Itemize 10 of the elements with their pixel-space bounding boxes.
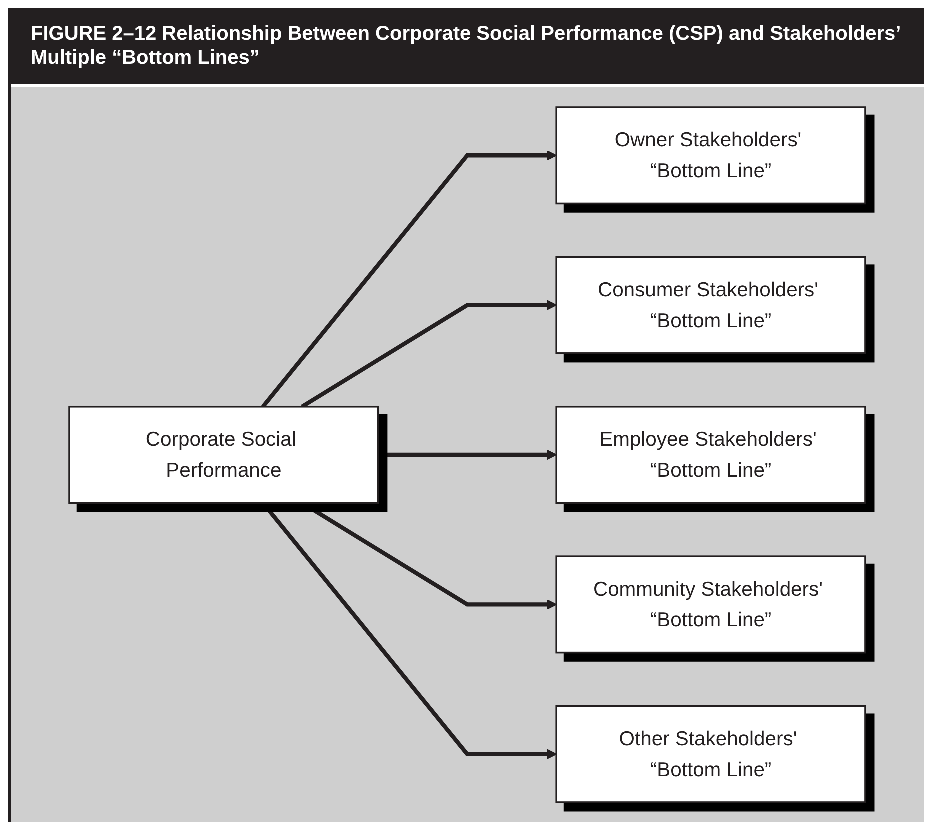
arrow bbox=[261, 150, 558, 408]
node-box: Consumer Stakeholders' “Bottom Line” bbox=[556, 256, 866, 354]
arrow bbox=[261, 502, 558, 760]
figure-title: FIGURE 2–12 Relationship Between Corporate Social Performance (CSP) and Stakeholders’ Multiple “Bottom Lines” bbox=[11, 8, 924, 87]
node-box: Other Stakeholders' “Bottom Line” bbox=[556, 705, 866, 804]
node-box: Owner Stakeholders' “Bottom Line” bbox=[556, 106, 866, 205]
node-box: Community Stakeholders' “Bottom Line” bbox=[556, 556, 866, 654]
node-box: Employee Stakeholders' “Bottom Line” bbox=[556, 406, 866, 504]
arrow bbox=[378, 450, 558, 460]
node-box: Corporate Social Performance bbox=[68, 406, 380, 504]
